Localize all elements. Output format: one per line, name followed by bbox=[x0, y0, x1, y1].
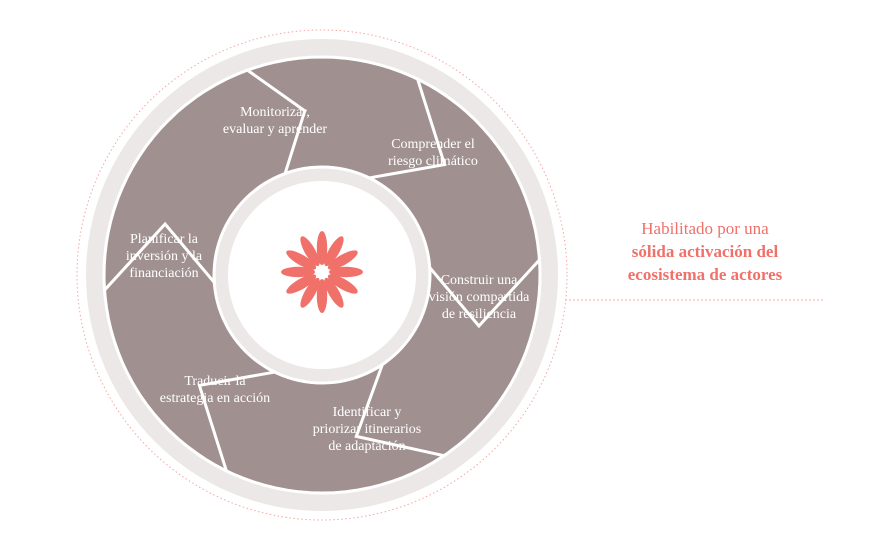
enabler-text-line-3: ecosistema de actores bbox=[627, 265, 783, 284]
step-label-shared-vision: Construir una visión compartida de resil… bbox=[428, 273, 530, 322]
enabler-text-line-1: Habilitado por una bbox=[641, 219, 769, 238]
center-disc bbox=[228, 181, 416, 369]
starburst-logo-icon bbox=[281, 231, 363, 313]
logo-petal bbox=[324, 236, 344, 267]
enabler-text-line-2: sólida activación del bbox=[631, 242, 779, 261]
step-label-understand-risk: Comprender el riesgo climático bbox=[388, 137, 478, 169]
logo-petal bbox=[281, 266, 315, 278]
logo-petal bbox=[300, 236, 320, 267]
logo-petal bbox=[286, 274, 317, 294]
step-label-prioritize-pathways: Identificar y priorizar itinerarios de a… bbox=[312, 405, 422, 454]
logo-petal bbox=[324, 277, 344, 308]
logo-petal bbox=[316, 279, 328, 313]
logo-petal bbox=[327, 274, 358, 294]
arrow-plan-investment bbox=[102, 68, 307, 294]
logo-petal bbox=[329, 266, 363, 278]
step-label-strategy-action: Traducir la estrategia en acción bbox=[159, 374, 271, 406]
logo-petal bbox=[327, 250, 358, 270]
step-label-monitor: Monitorizar, evaluar y aprender bbox=[222, 105, 328, 137]
outer-dotted-circle bbox=[76, 29, 568, 521]
logo-petal bbox=[316, 231, 328, 265]
cycle-arrows bbox=[102, 55, 542, 495]
step-label-plan-investment: Planificar la inversión y la financiació… bbox=[125, 232, 203, 281]
logo-petal bbox=[286, 250, 317, 270]
logo-petal bbox=[300, 277, 320, 308]
